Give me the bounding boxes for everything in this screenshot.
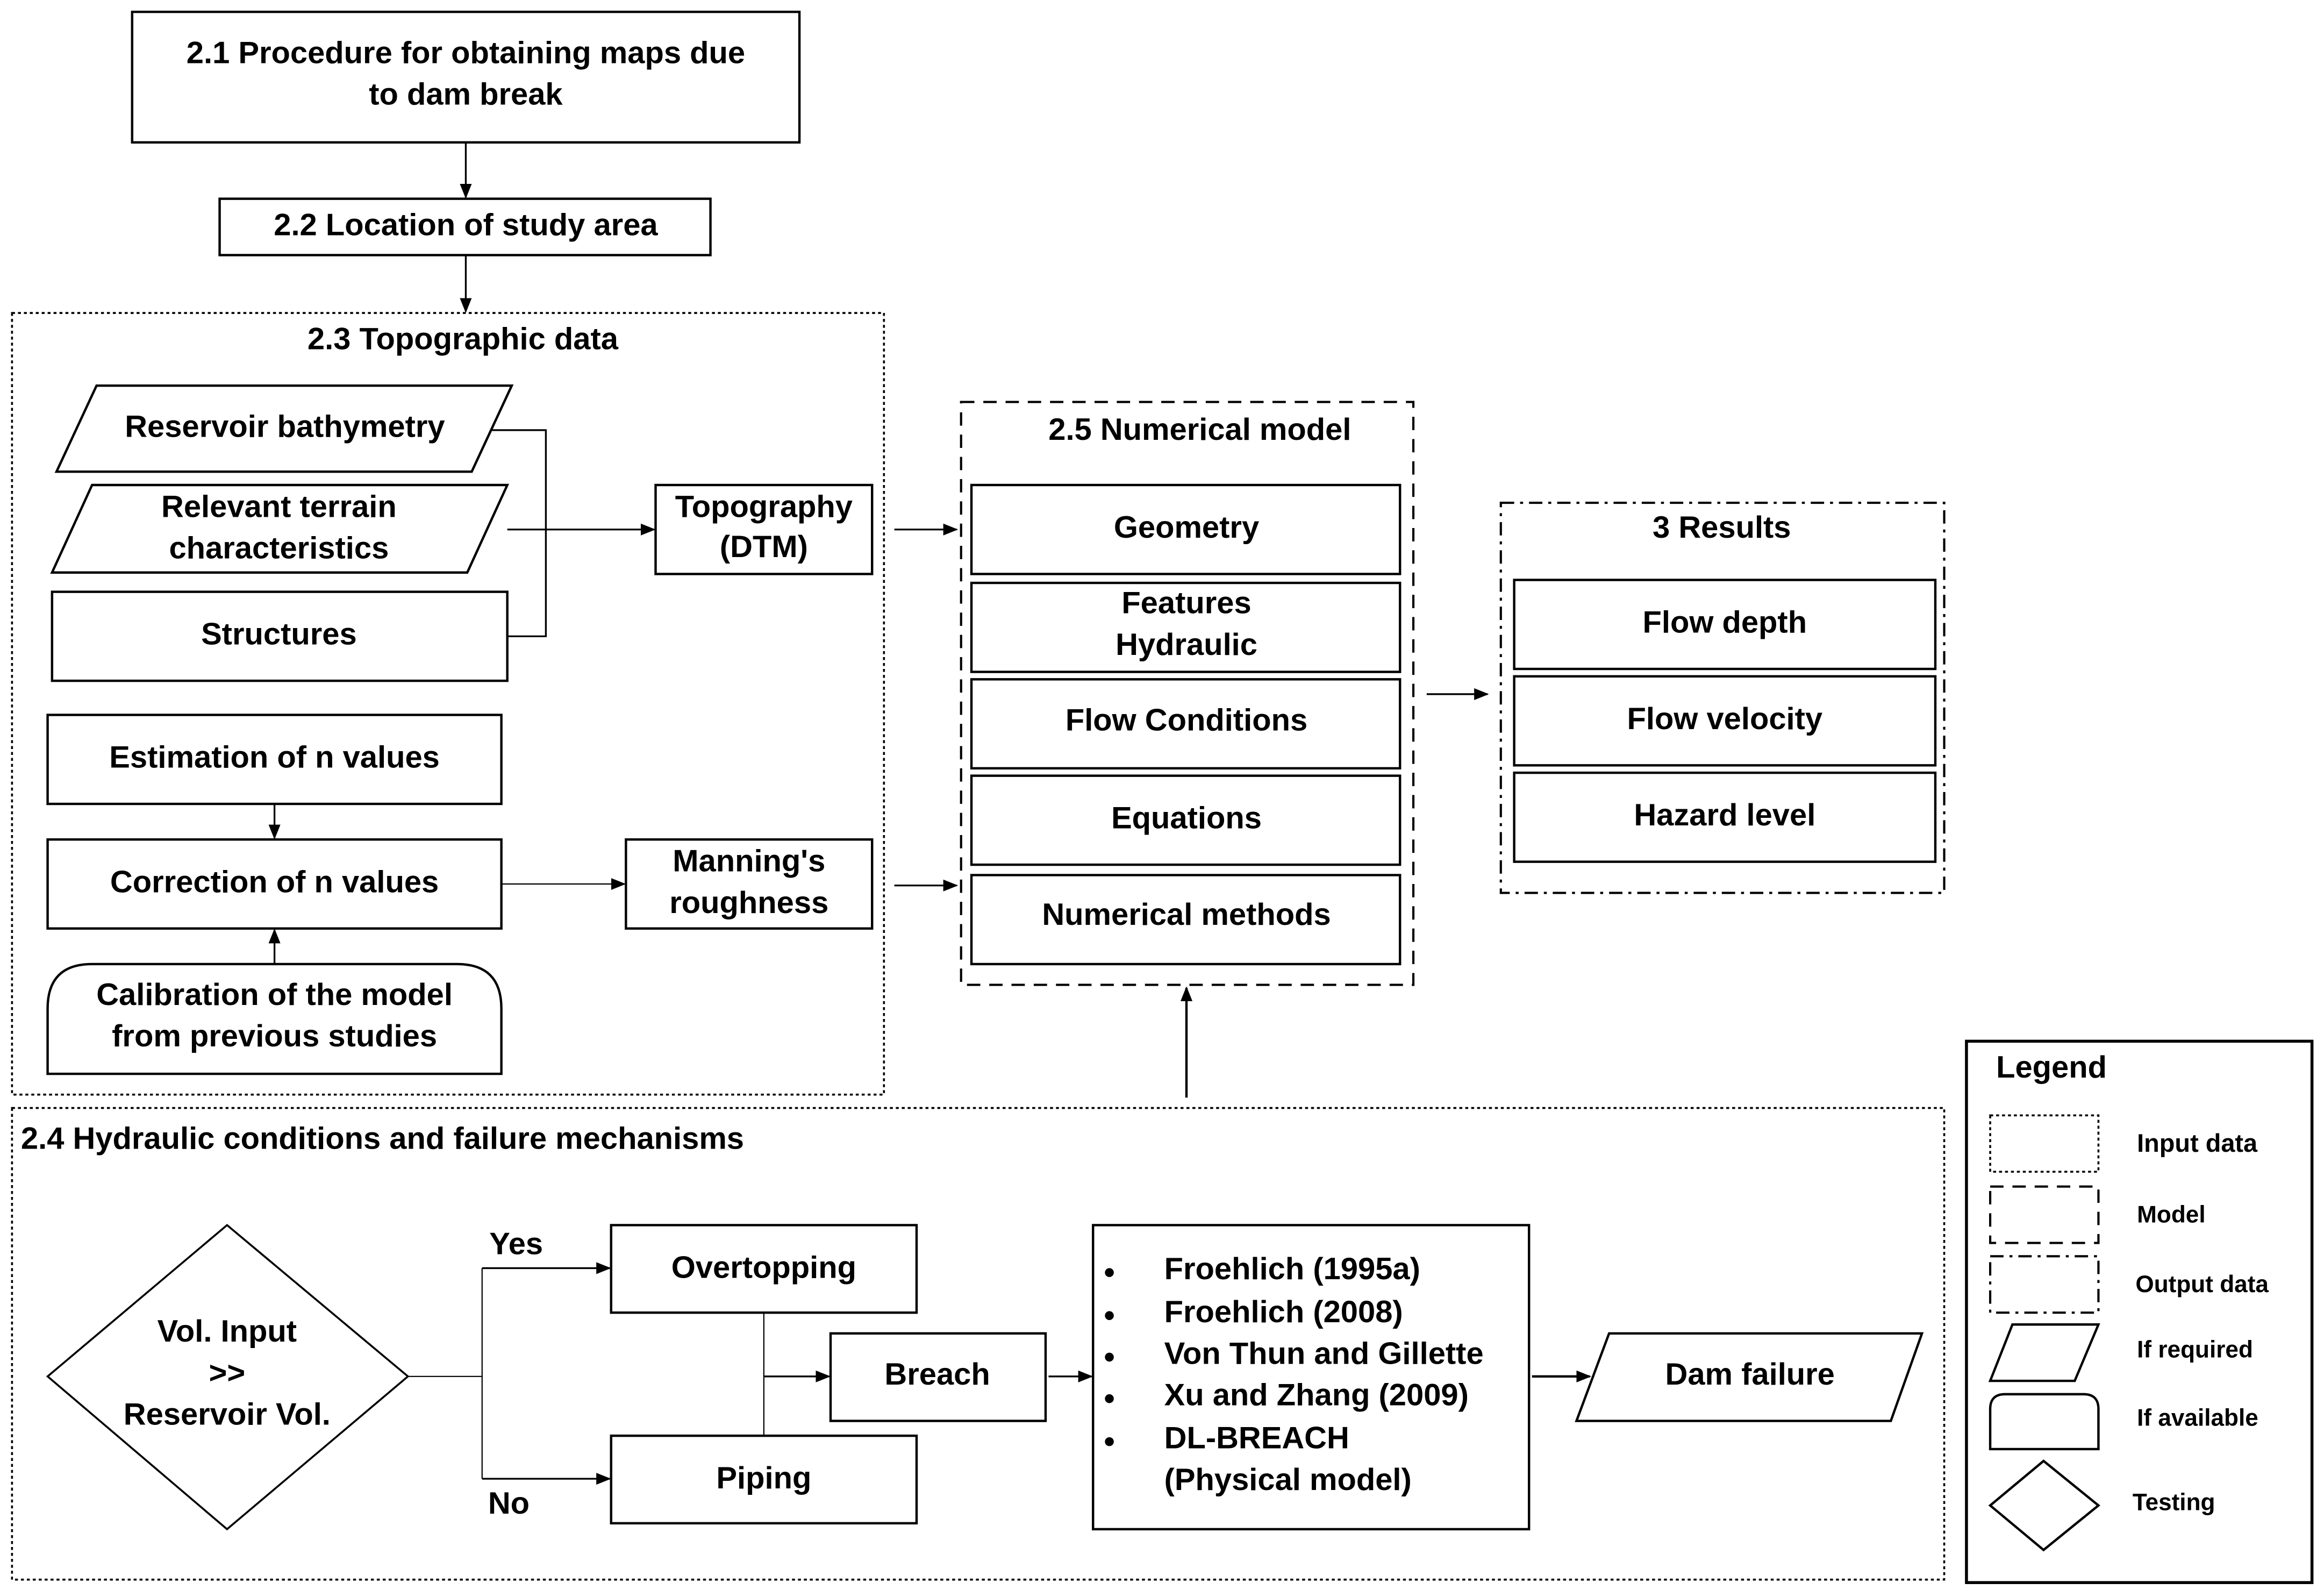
overtopping-label: Overtopping (671, 1250, 856, 1285)
correction-label: Correction of n values (110, 865, 439, 899)
numerical-methods-label: Numerical methods (1042, 897, 1331, 932)
structures-label: Structures (201, 617, 357, 652)
test-line1: Vol. Input (158, 1314, 297, 1349)
numerical-model-title: 2.5 Numerical model (1048, 412, 1351, 447)
hydraulic-title: 2.4 Hydraulic conditions and failure mec… (21, 1122, 744, 1156)
method-item: Xu and Zhang (2009) (1164, 1378, 1469, 1413)
legend: Legend Input data Model Output data If r… (1965, 1039, 2314, 1584)
group-numerical-model (960, 401, 1415, 986)
manning-line2: roughness (669, 886, 828, 920)
legend-testing-label: Testing (2133, 1489, 2215, 1516)
flow-velocity-label: Flow velocity (1627, 702, 1822, 736)
box-correction: Correction of n values (46, 838, 503, 930)
results-title: 3 Results (1653, 510, 1791, 545)
calibration-line2: from previous studies (112, 1019, 437, 1053)
box-topography: Topography (DTM) (654, 483, 874, 575)
parallelogram-dam-failure: Dam failure (1575, 1332, 1924, 1422)
procedure-line1: 2.1 Procedure for obtaining maps due (187, 35, 745, 70)
legend-output-swatch (1989, 1255, 2100, 1314)
legend-available-swatch (1989, 1393, 2100, 1451)
bullet (1105, 1437, 1114, 1446)
box-flow-depth: Flow depth (1513, 579, 1937, 671)
box-flow-conditions: Flow Conditions (970, 678, 1401, 770)
legend-model-swatch (1989, 1185, 2100, 1244)
legend-output-label: Output data (2135, 1271, 2269, 1297)
parallelogram-reservoir-bathymetry: Reservoir bathymetry (54, 384, 514, 473)
box-flow-velocity: Flow velocity (1513, 675, 1937, 767)
box-breach: Breach (829, 1332, 1047, 1422)
box-structures: Structures (51, 590, 509, 682)
yes-label: Yes (489, 1227, 543, 1261)
geometry-label: Geometry (1114, 510, 1259, 545)
legend-input-swatch (1989, 1114, 2100, 1173)
connector (491, 429, 547, 638)
method-item: Froehlich (2008) (1164, 1295, 1403, 1329)
dam-failure-label: Dam failure (1665, 1357, 1835, 1392)
equations-label: Equations (1111, 801, 1262, 836)
diamond-volume-test: Vol. Input >> Reservoir Vol. (46, 1224, 410, 1531)
legend-model-label: Model (2137, 1202, 2205, 1228)
parallelogram-relevant-terrain: Relevant terrain characteristics (50, 483, 510, 574)
flow-conditions-label: Flow Conditions (1066, 703, 1307, 738)
connector (407, 1268, 483, 1479)
method-item: Froehlich (1995a) (1164, 1252, 1420, 1286)
legend-input-label: Input data (2137, 1129, 2258, 1157)
method-item: DL-BREACH (1164, 1421, 1349, 1456)
box-piping: Piping (610, 1434, 918, 1525)
legend-testing-swatch (1988, 1459, 2100, 1552)
box-geometry: Geometry (970, 483, 1401, 575)
rounded-calibration: Calibration of the model from previous s… (46, 962, 503, 1075)
legend-title: Legend (1996, 1050, 2107, 1085)
legend-required-swatch (1988, 1323, 2100, 1382)
box-features-hydraulic: Features Hydraulic (970, 581, 1401, 673)
hazard-level-label: Hazard level (1634, 798, 1815, 832)
method-item: (Physical model) (1164, 1463, 1412, 1497)
calibration-line1: Calibration of the model (96, 978, 453, 1012)
box-breach-methods: Froehlich (1995a) Froehlich (2008) Von T… (1092, 1224, 1531, 1531)
bullet (1105, 1311, 1114, 1320)
box-equations: Equations (970, 774, 1401, 866)
reservoir-label: Reservoir bathymetry (125, 409, 445, 444)
manning-line1: Manning's (673, 844, 825, 879)
box-numerical-methods: Numerical methods (970, 874, 1401, 966)
legend-required-label: If required (2137, 1337, 2253, 1363)
box-manning: Manning's roughness (625, 838, 874, 930)
test-line2: >> (209, 1356, 246, 1390)
no-label: No (488, 1486, 530, 1521)
piping-label: Piping (716, 1461, 811, 1495)
topographic-title: 2.3 Topographic data (308, 322, 619, 356)
bullet (1105, 1394, 1114, 1403)
terrain-line1: Relevant terrain (161, 489, 397, 524)
location-label: 2.2 Location of study area (274, 208, 658, 242)
procedure-line2: to dam break (369, 77, 563, 112)
features-line1: Features (1121, 586, 1251, 621)
box-overtopping: Overtopping (610, 1224, 918, 1314)
estimation-label: Estimation of n values (109, 740, 440, 775)
breach-label: Breach (884, 1357, 990, 1392)
bullet (1105, 1268, 1114, 1277)
topography-line1: Topography (675, 489, 853, 524)
group-topographic-data (11, 312, 885, 1096)
box-estimation: Estimation of n values (46, 714, 503, 805)
group-results (1499, 502, 1946, 894)
box-location: 2.2 Location of study area (218, 197, 712, 256)
method-item: Von Thun and Gillette (1164, 1336, 1484, 1371)
flow-depth-label: Flow depth (1643, 605, 1807, 640)
bullet (1105, 1352, 1114, 1362)
box-procedure: 2.1 Procedure for obtaining maps due to … (131, 10, 801, 144)
topography-line2: (DTM) (720, 530, 808, 564)
features-line2: Hydraulic (1115, 628, 1257, 662)
legend-available-label: If available (2137, 1404, 2258, 1431)
test-line3: Reservoir Vol. (124, 1398, 331, 1432)
terrain-line2: characteristics (169, 531, 389, 566)
box-hazard-level: Hazard level (1513, 771, 1937, 863)
